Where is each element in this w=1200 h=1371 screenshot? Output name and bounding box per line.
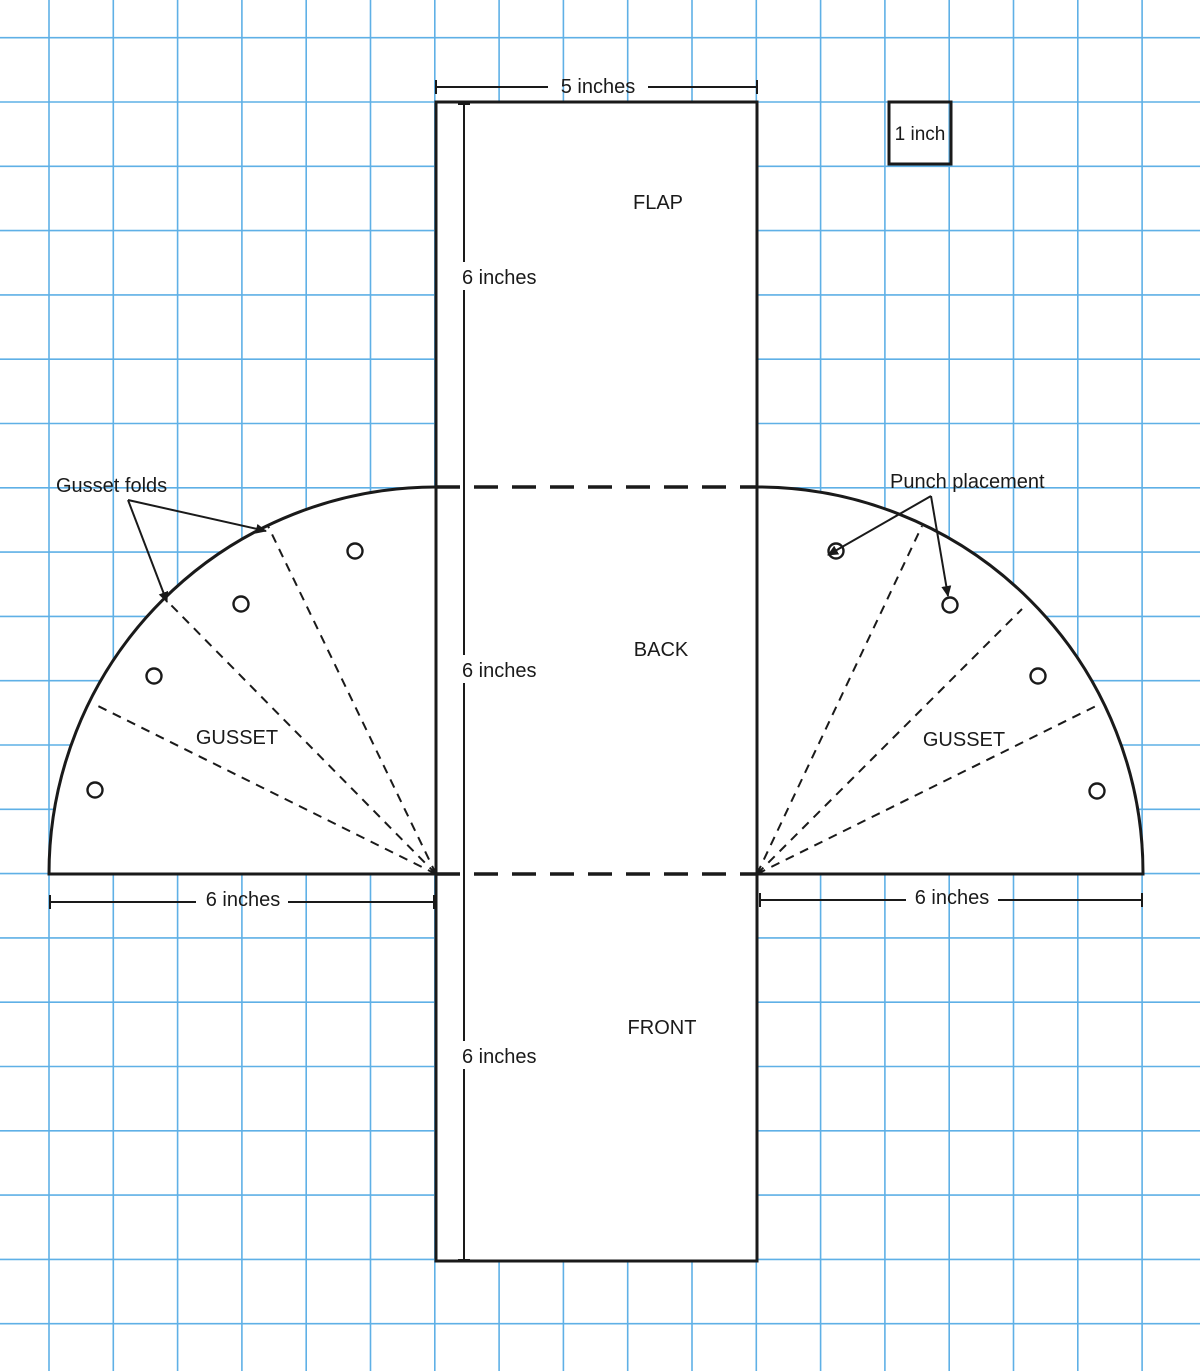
right-gusset-outline [756, 485, 1145, 876]
punch-hole [232, 595, 250, 613]
punch-hole [1088, 782, 1106, 800]
gusset-folds-arrow-2 [127, 499, 267, 534]
flap-height-label-bg [458, 262, 546, 290]
right-gusset-fold-1 [756, 525, 923, 875]
punch-placement-callout: Punch placement [890, 471, 1045, 493]
right-radius-dimension: 6 inches [759, 887, 1143, 909]
back-height-label-bg [458, 655, 546, 683]
punch-hole [941, 596, 959, 614]
scale-key-label: 1 inch [895, 124, 946, 145]
right-radius-label: 6 inches [915, 887, 990, 909]
front-height-label: 6 inches [462, 1046, 537, 1068]
top-width-label: 5 inches [561, 76, 636, 98]
punch-hole [346, 542, 364, 560]
right-gusset-label: GUSSET [923, 729, 1005, 751]
front-height-label-bg [458, 1041, 546, 1069]
pattern-background [49, 102, 1144, 1261]
punch-placement-arrow-1 [827, 495, 932, 556]
left-gusset-fold-3 [267, 525, 437, 875]
front-label: FRONT [628, 1017, 697, 1039]
top-width-dimension: 5 inches [435, 76, 758, 98]
left-radius-dimension: 6 inches [49, 889, 435, 911]
left-gusset-outline [47, 485, 437, 876]
back-height-label: 6 inches [462, 660, 537, 682]
punch-hole [145, 667, 163, 685]
flap-height-label: 6 inches [462, 267, 537, 289]
scale-key-box [887, 100, 953, 166]
punch-hole [86, 781, 104, 799]
punch-hole [1029, 667, 1047, 685]
right-gusset-fold-2 [756, 608, 1023, 875]
scale-key: 1 inch [887, 100, 953, 166]
left-gusset-label: GUSSET [196, 727, 278, 749]
gusset-folds-arrow-1 [127, 499, 169, 603]
punch-placement-arrow-2 [930, 495, 952, 597]
back-label: BACK [634, 639, 689, 661]
flap-label: FLAP [633, 192, 683, 214]
gusset-folds-callout: Gusset folds [56, 475, 167, 497]
left-radius-label: 6 inches [206, 889, 281, 911]
